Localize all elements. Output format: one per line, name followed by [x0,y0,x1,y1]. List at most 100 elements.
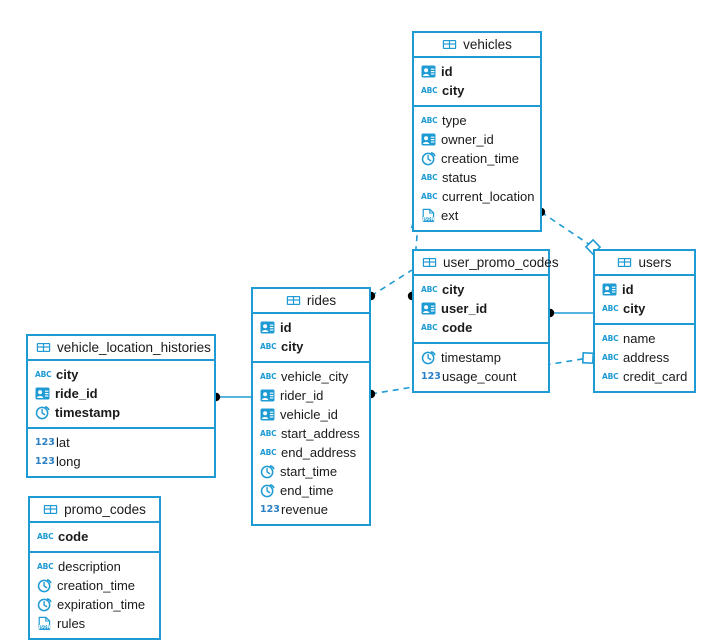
field-row[interactable]: ride_id [28,384,214,403]
one-endpoint-marker [581,351,595,365]
field-name: lat [56,435,70,450]
field-row[interactable]: timestamp [28,403,214,422]
field-name: ride_id [55,386,98,401]
field-name: name [623,331,656,346]
field-name: start_address [281,426,360,441]
abc-icon: ABC [421,285,438,294]
field-row[interactable]: creation_time [414,149,540,168]
field-row[interactable]: id [595,280,694,299]
field-row[interactable]: user_id [414,299,548,318]
field-name: rules [57,616,86,631]
abc-icon: ABC [260,429,277,438]
relationship-vehicle-location-histories-to-rides [211,392,251,402]
field-row[interactable]: vehicle_id [253,405,369,424]
abc-icon: ABC [421,192,438,201]
number-icon: 123 [35,437,55,448]
clock-icon [35,405,50,420]
field-name: end_time [280,483,334,498]
field-name: city [442,282,465,297]
field-name: owner_id [441,132,494,147]
entity-title: vehicles [463,37,512,52]
clock-icon [260,483,275,498]
clock-icon [421,350,436,365]
field-name: ext [441,208,459,223]
field-row[interactable]: id [253,318,369,337]
abc-icon: ABC [35,370,52,379]
entity-header-user_promo_codes: user_promo_codes [414,251,559,276]
field-row[interactable]: JSON ext [414,206,540,225]
id-card-icon [421,132,436,147]
field-name: city [442,83,465,98]
relationship-user-promo-codes-to-users [545,308,593,318]
field-row[interactable]: ABC type [414,111,540,130]
field-row[interactable]: expiration_time [30,595,159,614]
number-icon: 123 [421,371,441,382]
field-name: end_address [281,445,357,460]
field-row[interactable]: ABC start_address [253,424,369,443]
field-name: credit_card [623,369,688,384]
id-card-icon [35,386,50,401]
abc-icon: ABC [421,116,438,125]
entity-title: promo_codes [64,502,146,517]
json-file-icon: JSON [421,208,436,223]
field-row[interactable]: rider_id [253,386,369,405]
field-name: id [441,64,453,79]
field-name: description [58,559,121,574]
field-row[interactable]: timestamp [414,348,548,367]
table-icon [617,255,632,270]
field-row[interactable]: owner_id [414,130,540,149]
field-row[interactable]: id [414,62,540,81]
field-name: rider_id [280,388,324,403]
table-icon [442,37,457,52]
number-icon: 123 [260,504,280,515]
table-icon [36,340,51,355]
entity-header-rides: rides [253,289,369,314]
field-name: type [442,113,467,128]
field-name: code [58,529,89,544]
field-row[interactable]: end_time [253,481,369,500]
entity-header-vehicles: vehicles [414,33,540,58]
field-name: id [622,282,634,297]
field-row[interactable]: creation_time [30,576,159,595]
field-name: status [442,170,477,185]
field-name: city [281,339,304,354]
field-row[interactable]: ABC city [414,280,548,299]
entity-title: rides [306,293,337,308]
entity-title: users [638,255,672,270]
field-row[interactable]: start_time [253,462,369,481]
clock-icon [421,151,436,166]
